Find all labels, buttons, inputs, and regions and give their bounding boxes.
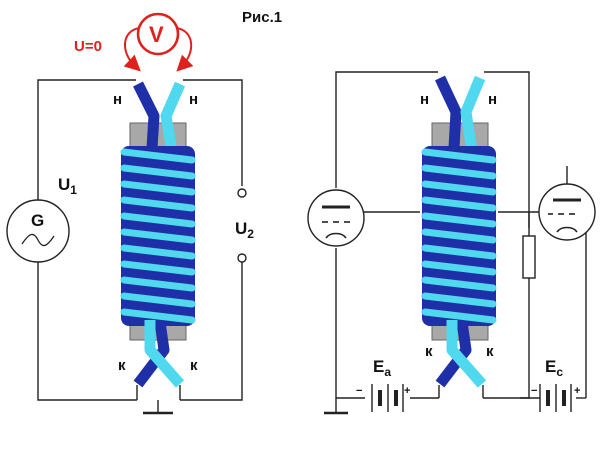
voltmeter-symbol: V: [149, 22, 164, 47]
battery-ec-letter: E: [545, 357, 556, 376]
left-dark-lead-top: [133, 81, 160, 149]
battery-ec-label: Ec: [545, 357, 563, 379]
right-terminal-bottom-left: к: [425, 343, 433, 360]
right-terminal-top-right: н: [488, 91, 497, 108]
voltmeter-lead-right: [175, 27, 194, 72]
battery-ea-minus: −: [356, 385, 362, 397]
voltmeter-reading: U=0: [74, 38, 102, 55]
u1-letter: U: [58, 175, 70, 194]
right-dark-lead-bottom: [435, 321, 472, 388]
battery-ea-subscript: a: [384, 365, 391, 379]
right-terminal-bottom-right: к: [486, 343, 494, 360]
generator-label: G: [31, 211, 44, 230]
battery-ec-minus: −: [531, 385, 537, 397]
right-circuit-wires: [335, 71, 587, 399]
battery-ec: [539, 384, 572, 412]
left-dark-lead-bottom: [133, 321, 170, 388]
u2-label: U2: [235, 219, 254, 241]
left-terminal-bottom-right: к: [190, 357, 198, 374]
battery-ec-subscript: c: [556, 365, 563, 379]
battery-ea-letter: E: [373, 357, 384, 376]
right-ground-symbol: [324, 398, 348, 415]
left-coil: [120, 81, 196, 388]
u1-subscript: 1: [70, 183, 77, 197]
battery-ec-plus: +: [574, 385, 580, 397]
right-terminal-top-left: н: [420, 91, 429, 108]
triode-tube: [538, 183, 596, 241]
left-circuit: G U1 U2 V U=0: [6, 12, 254, 415]
u2-terminals: [237, 188, 247, 263]
right-dark-lead-top: [435, 75, 462, 149]
right-circuit: − + Ea − + Ec: [307, 71, 596, 415]
left-terminal-top-left: н: [113, 91, 122, 108]
battery-ea-label: Ea: [373, 357, 391, 379]
u1-label: U1: [58, 175, 77, 197]
left-cyan-lead-top: [160, 81, 186, 153]
left-cyan-lead-bottom: [144, 320, 185, 388]
right-coil-cyan-turns: [421, 148, 497, 324]
left-coil-cyan-turns: [120, 148, 196, 324]
figure-title: Рис.1: [242, 9, 282, 26]
battery-ea-plus: +: [404, 385, 410, 397]
right-cyan-lead-top: [460, 75, 486, 153]
right-cyan-lead-bottom: [446, 320, 487, 388]
generator-symbol: G: [6, 199, 70, 263]
left-terminal-bottom-left: к: [118, 357, 126, 374]
voltmeter: V: [123, 12, 194, 72]
grid-resistor: [522, 235, 536, 279]
battery-ea: [345, 384, 404, 412]
u2-letter: U: [235, 219, 247, 238]
left-terminal-top-right: н: [189, 91, 198, 108]
left-circuit-wires: [37, 79, 243, 412]
right-coil: [421, 75, 497, 388]
u2-subscript: 2: [247, 227, 254, 241]
diode-tube: [307, 189, 365, 247]
voltmeter-lead-left: [123, 27, 141, 72]
